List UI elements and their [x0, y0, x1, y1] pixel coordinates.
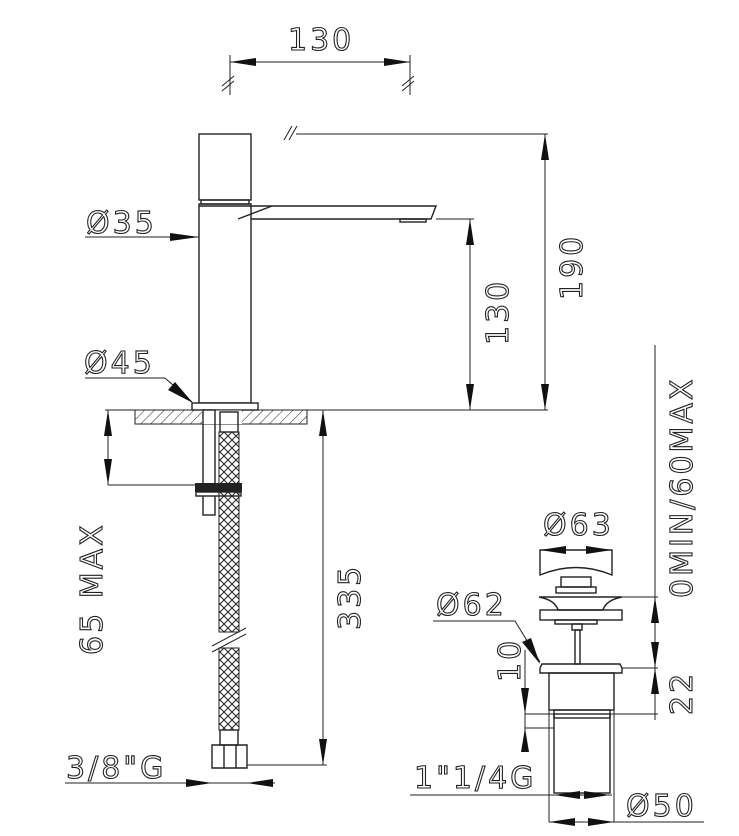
connection-thread-label: 3/8"G: [66, 751, 166, 786]
spout-height-label: 130: [481, 279, 516, 345]
total-height-label: 190: [555, 234, 590, 300]
waste-body-diameter-label: Ø50: [626, 789, 697, 824]
body-dim-label: 22: [665, 671, 700, 715]
waste-thread-callout: 1"1/4G: [410, 760, 612, 799]
hose-length-label: 335: [333, 564, 368, 630]
connection-thread-callout: 3/8"G: [65, 750, 275, 787]
flange-height-label: 10: [493, 638, 528, 682]
faucet-body: [191, 133, 438, 411]
hose-length-dimension: 335: [247, 410, 369, 766]
base-diameter-callout: Ø45: [83, 345, 193, 403]
flange-height-dimension: 10: [492, 637, 554, 752]
spout-projection-dimension: 130: [221, 22, 415, 95]
cap-diameter-label: Ø63: [543, 508, 614, 543]
adjustment-dimension: 0MIN/60MAX 22: [525, 345, 701, 720]
base-diameter-label: Ø45: [84, 346, 155, 381]
total-height-dimension: 190: [283, 125, 591, 410]
adjustment-range-label: 0MIN/60MAX: [665, 377, 700, 599]
deck-thickness-label: 65 MAX: [75, 522, 110, 655]
spout-height-dimension: 130: [436, 218, 517, 410]
body-diameter-label: Ø35: [86, 206, 157, 241]
body-diameter-callout: Ø35: [85, 205, 199, 242]
waste-thread-label: 1"1/4G: [414, 761, 536, 796]
flange-diameter-callout: Ø62: [433, 587, 541, 664]
cap-diameter-dimension: Ø63: [540, 507, 614, 554]
countertop: [105, 409, 548, 425]
supply-hose: [195, 409, 248, 769]
flange-diameter-label: Ø62: [436, 588, 507, 623]
waste-body-diameter-dimension: Ø50: [549, 788, 704, 826]
pop-up-waste: [538, 549, 623, 822]
deck-thickness-dimension: 65 MAX: [74, 410, 196, 656]
spout-projection-label: 130: [288, 23, 354, 58]
